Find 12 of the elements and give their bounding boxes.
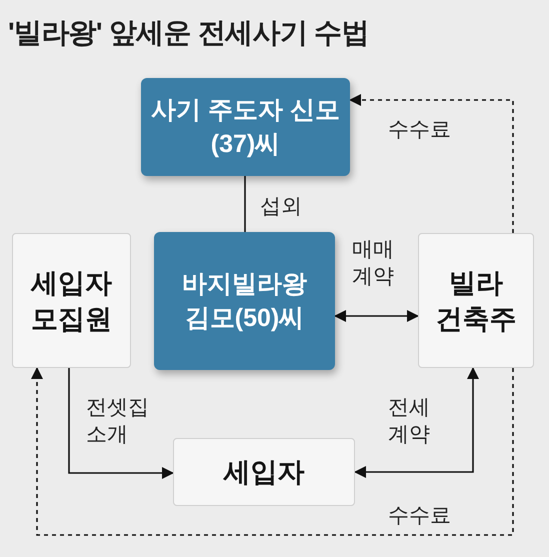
title: '빌라왕' 앞세운 전세사기 수법 [8,16,369,50]
person-box: 사기 주도자 신모(37)씨 [141,78,350,176]
role-box: 빌라 건축주 [418,233,534,368]
person-box: 바지빌라왕 김모(50)씨 [154,232,335,370]
arrow [334,310,419,322]
dashed-arrow [349,94,514,233]
role-box: 세입자 모집원 [12,233,131,368]
arrow [68,368,174,479]
arrow [354,367,479,478]
dashed-arrow [31,367,514,536]
role-box: 세입자 [173,438,355,506]
connector-line [244,176,246,232]
